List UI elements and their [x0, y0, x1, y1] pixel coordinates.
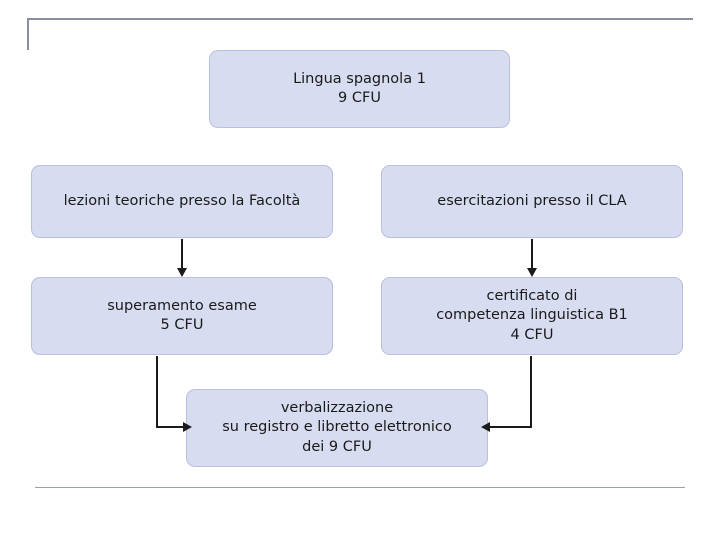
arrow-esercitazioni-to-certificato	[527, 239, 537, 277]
node-esercitazioni-cla: esercitazioni presso il CLA	[381, 165, 683, 238]
arrowhead-icon	[183, 422, 192, 432]
top-divider-line	[27, 18, 693, 20]
node-lezioni-teoriche: lezioni teoriche presso la Facoltà	[31, 165, 333, 238]
arrow-certificato-to-verbalizzazione	[480, 356, 540, 432]
node-lingua-spagnola-1: Lingua spagnola 1 9 CFU	[209, 50, 510, 128]
node-verbalizzazione: verbalizzazione su registro e libretto e…	[186, 389, 488, 467]
arrow-segment-horizontal	[156, 426, 184, 428]
node-certificato-competenza: certificato di competenza linguistica B1…	[381, 277, 683, 355]
left-accent-line	[27, 18, 29, 50]
arrow-superamento-to-verbalizzazione	[156, 356, 196, 432]
node-superamento-esame: superamento esame 5 CFU	[31, 277, 333, 355]
arrow-lezioni-to-superamento	[177, 239, 187, 277]
arrow-segment-horizontal	[490, 426, 532, 428]
arrow-segment-vertical	[156, 356, 158, 428]
arrow-segment-vertical	[530, 356, 532, 428]
bottom-divider-line	[35, 487, 685, 488]
arrowhead-icon	[481, 422, 490, 432]
